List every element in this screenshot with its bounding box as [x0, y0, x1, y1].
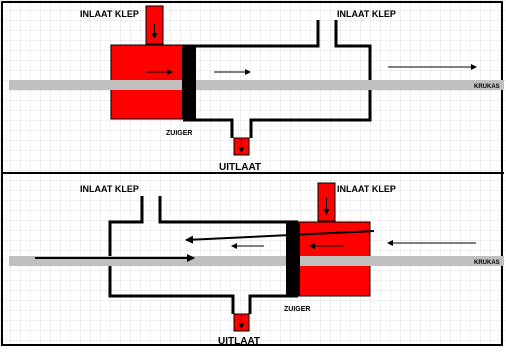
- bottom-piston-label: ZUIGER: [284, 306, 310, 313]
- bottom-engine: INLAAT KLEP INLAAT KLEP ZUIGER UITLAAT K…: [9, 182, 504, 347]
- bottom-inlet-right-label: INLAAT KLEP: [337, 184, 396, 194]
- bottom-inlet-left-label: INLAAT KLEP: [80, 184, 139, 194]
- top-rod-label: KRUKAS: [474, 84, 500, 90]
- top-piston-label: ZUIGER: [166, 130, 192, 137]
- bottom-piston: [286, 223, 300, 295]
- bottom-cylinder-wall-upper: [158, 196, 298, 224]
- bottom-rod-label: KRUKAS: [474, 260, 500, 266]
- bottom-outlet-label: UITLAAT: [218, 336, 260, 347]
- bottom-crankshaft-rod: [9, 256, 504, 266]
- top-piston: [182, 47, 196, 119]
- top-inlet-right-label: INLAAT KLEP: [337, 9, 396, 19]
- top-cylinder-wall-lower: [183, 118, 234, 138]
- top-inlet-left-label: INLAAT KLEP: [80, 9, 139, 19]
- top-engine: INLAAT KLEP INLAAT KLEP ZUIGER UITLAAT K…: [9, 5, 504, 173]
- top-cylinder-wall-upper: [183, 20, 320, 48]
- top-crankshaft-rod: [9, 80, 504, 90]
- top-outlet-label: UITLAAT: [219, 162, 261, 173]
- bottom-cylinder-wall-lower: [248, 294, 298, 314]
- bottom-long-diagonal-arrow: [185, 230, 375, 244]
